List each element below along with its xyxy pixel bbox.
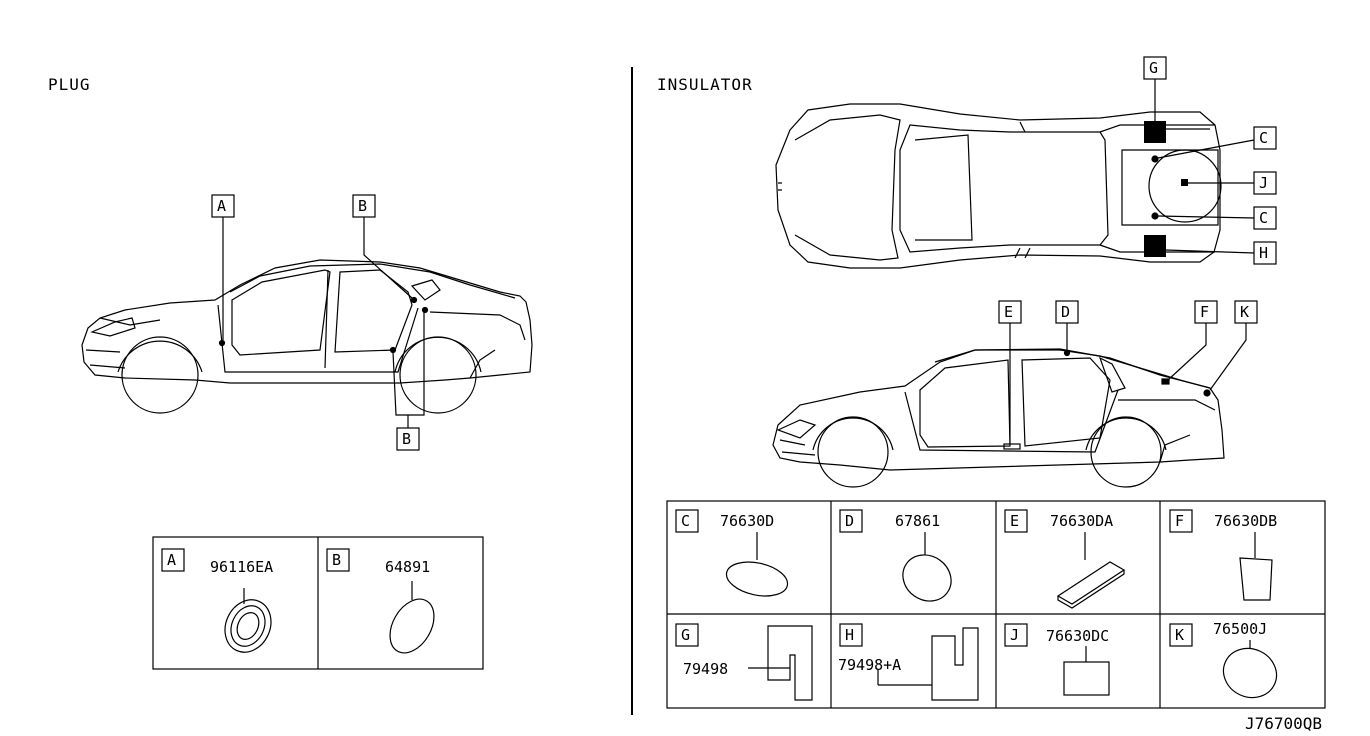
insulator-part-number-f: 76630DB [1214, 512, 1278, 530]
insulator-section-title: INSULATOR [657, 75, 753, 94]
section-divider [631, 67, 633, 715]
insulator-part-code-j: J [1010, 626, 1020, 644]
diagram-id: J76700QB [1245, 714, 1323, 733]
callout-k: K [1240, 303, 1250, 321]
insulator-part-code-g: G [681, 626, 691, 644]
callout-g: G [1149, 59, 1159, 77]
callout-a: A [217, 197, 227, 215]
insulator-side-callouts [998, 300, 1258, 324]
callout-b-top: B [358, 197, 368, 215]
plug-part-code-a: A [167, 551, 177, 569]
callout-h: H [1259, 244, 1269, 262]
callout-f: F [1200, 303, 1210, 321]
insulator-parts-table [666, 500, 1326, 709]
callout-j: J [1259, 174, 1269, 192]
callout-c-upper: C [1259, 129, 1269, 147]
plug-parts-table [152, 536, 484, 670]
insulator-part-number-d: 67861 [895, 512, 941, 530]
insulator-part-code-f: F [1175, 512, 1185, 530]
plug-callouts [211, 194, 420, 451]
callout-e: E [1004, 303, 1014, 321]
plug-section-title: PLUG [48, 75, 91, 94]
callout-d: D [1061, 303, 1071, 321]
insulator-part-code-k: K [1175, 626, 1185, 644]
insulator-car-top-view [775, 79, 1255, 269]
insulator-car-side-view [772, 323, 1247, 488]
insulator-top-callouts [1143, 56, 1277, 265]
insulator-part-number-c: 76630D [720, 512, 775, 530]
callout-c-lower: C [1259, 209, 1269, 227]
insulator-part-number-k: 76500J [1213, 620, 1268, 638]
plug-part-number-b: 64891 [385, 558, 431, 576]
plug-part-code-b: B [332, 551, 342, 569]
callout-b-bottom: B [402, 430, 412, 448]
insulator-part-code-e: E [1010, 512, 1020, 530]
plug-part-number-a: 96116EA [210, 558, 274, 576]
insulator-part-code-c: C [681, 512, 691, 530]
insulator-part-code-d: D [845, 512, 855, 530]
plug-car-side-view [81, 217, 533, 428]
insulator-part-number-h: 79498+A [838, 656, 902, 674]
insulator-part-number-g: 79498 [683, 660, 729, 678]
insulator-part-number-e: 76630DA [1050, 512, 1114, 530]
insulator-part-code-h: H [845, 626, 855, 644]
insulator-part-number-j: 76630DC [1046, 627, 1110, 645]
